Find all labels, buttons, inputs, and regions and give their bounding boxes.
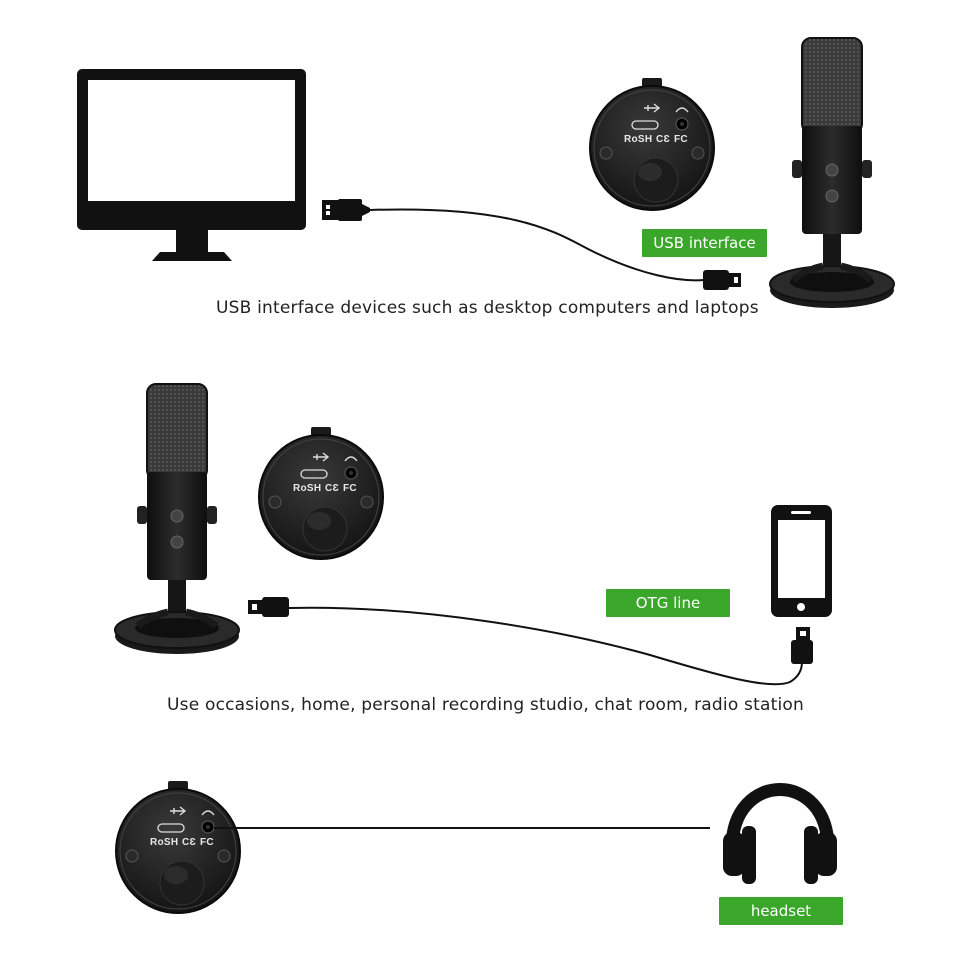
svg-text:FC: FC — [343, 483, 357, 494]
svg-text:RoSH: RoSH — [293, 483, 321, 494]
svg-text:CƐ: CƐ — [182, 837, 197, 848]
usb-c-plug-icon — [248, 597, 289, 617]
microphone-icon — [770, 38, 894, 308]
svg-text:CƐ: CƐ — [656, 134, 671, 145]
svg-text:RoSH: RoSH — [150, 837, 178, 848]
mic-base-panel-icon: RoSH CƐ FC — [258, 426, 384, 560]
headset-badge: headset — [719, 897, 843, 925]
svg-text:CƐ: CƐ — [325, 483, 340, 494]
svg-text:FC: FC — [200, 837, 214, 848]
smartphone-icon — [771, 505, 832, 617]
usb-cable — [369, 208, 705, 282]
monitor-icon — [77, 69, 306, 261]
svg-text:RoSH: RoSH — [624, 134, 652, 145]
usb-c-plug-icon — [703, 270, 741, 290]
otg-cable — [288, 606, 803, 686]
mic-base-panel-icon: RoSH CƐ FC — [115, 780, 241, 914]
otg-line-badge: OTG line — [606, 589, 730, 617]
micro-usb-plug-icon — [791, 627, 813, 664]
microphone-icon — [115, 384, 239, 654]
svg-text:FC: FC — [674, 134, 688, 145]
usb-a-plug-icon — [322, 199, 370, 221]
use-occasions-caption: Use occasions, home, personal recording … — [167, 695, 804, 715]
mic-base-panel-icon: RoSH CƐ FC — [589, 77, 715, 211]
usb-devices-caption: USB interface devices such as desktop co… — [216, 298, 759, 318]
usb-interface-badge: USB interface — [642, 229, 767, 257]
headphones-icon — [723, 783, 837, 884]
